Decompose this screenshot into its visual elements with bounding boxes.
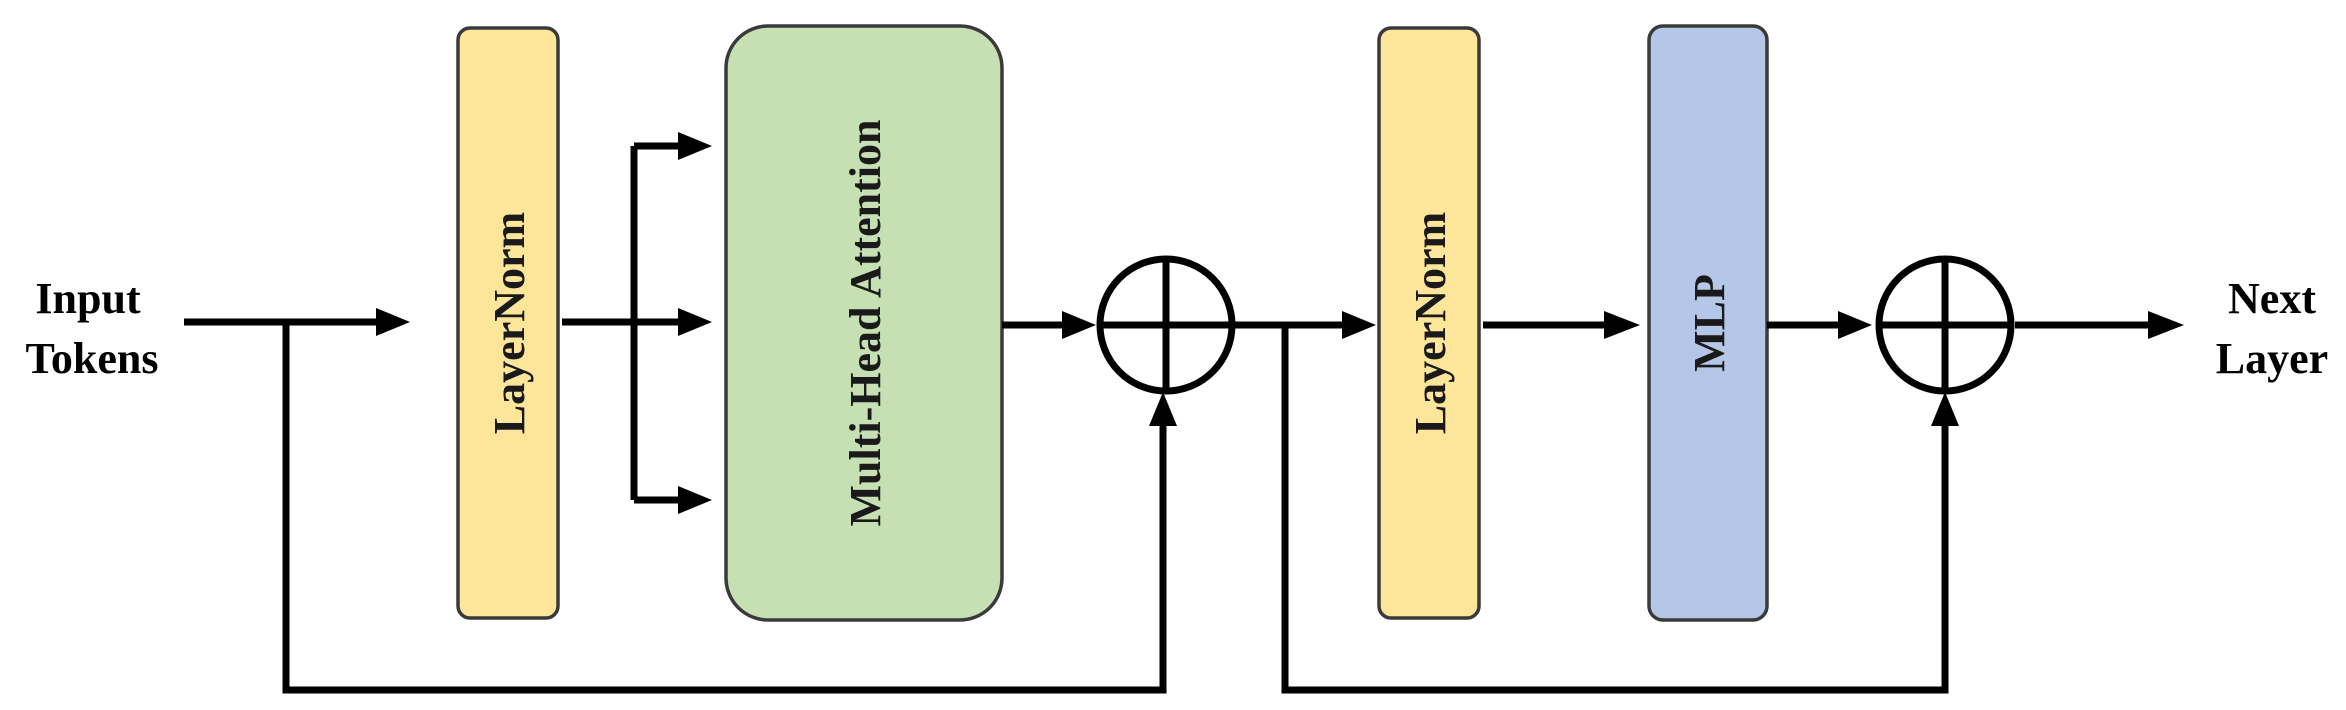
layernorm-box-2 — [1377, 26, 1481, 620]
arrow-head-mlp — [1604, 311, 1640, 339]
connections — [184, 132, 2184, 694]
output-label-line-2: Layer — [2216, 334, 2328, 383]
wire-residual-2 — [1281, 325, 1949, 694]
arrow-head-input — [376, 308, 410, 336]
arrow-head-sum-2 — [1838, 311, 1872, 339]
layernorm-box-1 — [456, 26, 560, 620]
arrow-head-attention-bottom — [678, 486, 712, 514]
layernorm-block-1: LayerNorm — [456, 26, 560, 620]
input-label-line-1: Input — [35, 274, 141, 323]
arrow-head-residual-1 — [1149, 392, 1177, 426]
layernorm-block-2: LayerNorm — [1377, 26, 1481, 620]
layernorm-label-2: LayerNorm — [1406, 212, 1455, 434]
circle-plus-icon — [1875, 255, 2015, 395]
mlp-block: MLP — [1647, 24, 1769, 622]
arrow-head-attention-top — [678, 132, 712, 160]
attention-block: Multi-Head Attention — [724, 24, 1004, 622]
attention-label: Multi-Head Attention — [841, 120, 890, 527]
wire-residual-1 — [282, 322, 1167, 694]
arrow-head-output — [2148, 311, 2184, 339]
mlp-label: MLP — [1685, 274, 1734, 372]
arrow-head-residual-2 — [1931, 392, 1959, 426]
output-label-line-1: Next — [2228, 274, 2316, 323]
layernorm-label-1: LayerNorm — [485, 212, 534, 434]
circle-plus-icon — [1096, 255, 1236, 395]
arrow-head-layernorm-2 — [1342, 311, 1376, 339]
arrow-head-attention-mid — [678, 308, 712, 336]
input-label: Input Tokens — [26, 274, 159, 383]
arrow-head-sum-1 — [1062, 311, 1096, 339]
input-label-line-2: Tokens — [26, 334, 159, 383]
output-label: Next Layer — [2216, 274, 2328, 383]
